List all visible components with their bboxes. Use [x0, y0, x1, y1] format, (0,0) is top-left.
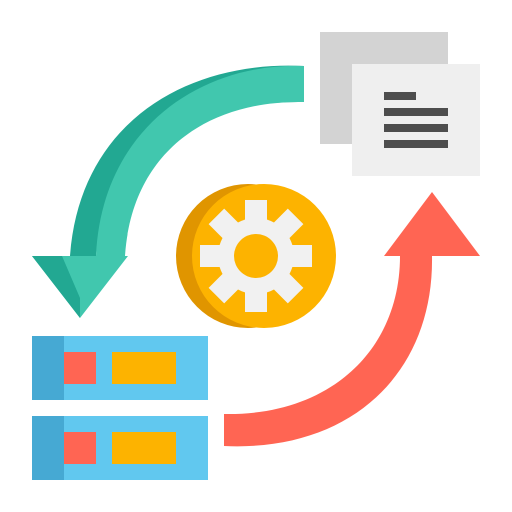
- gear-icon: [200, 200, 312, 312]
- server-edge: [32, 336, 64, 400]
- text-line-short: [384, 92, 416, 100]
- server-edge: [32, 416, 64, 480]
- gear-coin-icon: [176, 184, 336, 328]
- server-led: [64, 432, 96, 464]
- teal-arrow-head-shade: [32, 256, 80, 318]
- server-led: [64, 352, 96, 384]
- server-rack-icon: [32, 336, 208, 480]
- text-line: [384, 124, 448, 132]
- gear-hole: [234, 234, 278, 278]
- red-arrow-body: [224, 256, 433, 447]
- server-unit-bottom: [32, 416, 208, 480]
- front-paper: [352, 64, 480, 176]
- server-slot: [112, 432, 176, 464]
- teal-curved-arrow-icon: [32, 65, 304, 318]
- text-line: [384, 108, 448, 116]
- server-unit-top: [32, 336, 208, 400]
- server-slot: [112, 352, 176, 384]
- teal-arrow-body: [96, 65, 304, 256]
- document-stack-icon: [320, 32, 480, 176]
- red-curved-arrow-icon: [224, 192, 480, 447]
- red-arrow-head: [384, 192, 480, 256]
- text-line: [384, 140, 448, 148]
